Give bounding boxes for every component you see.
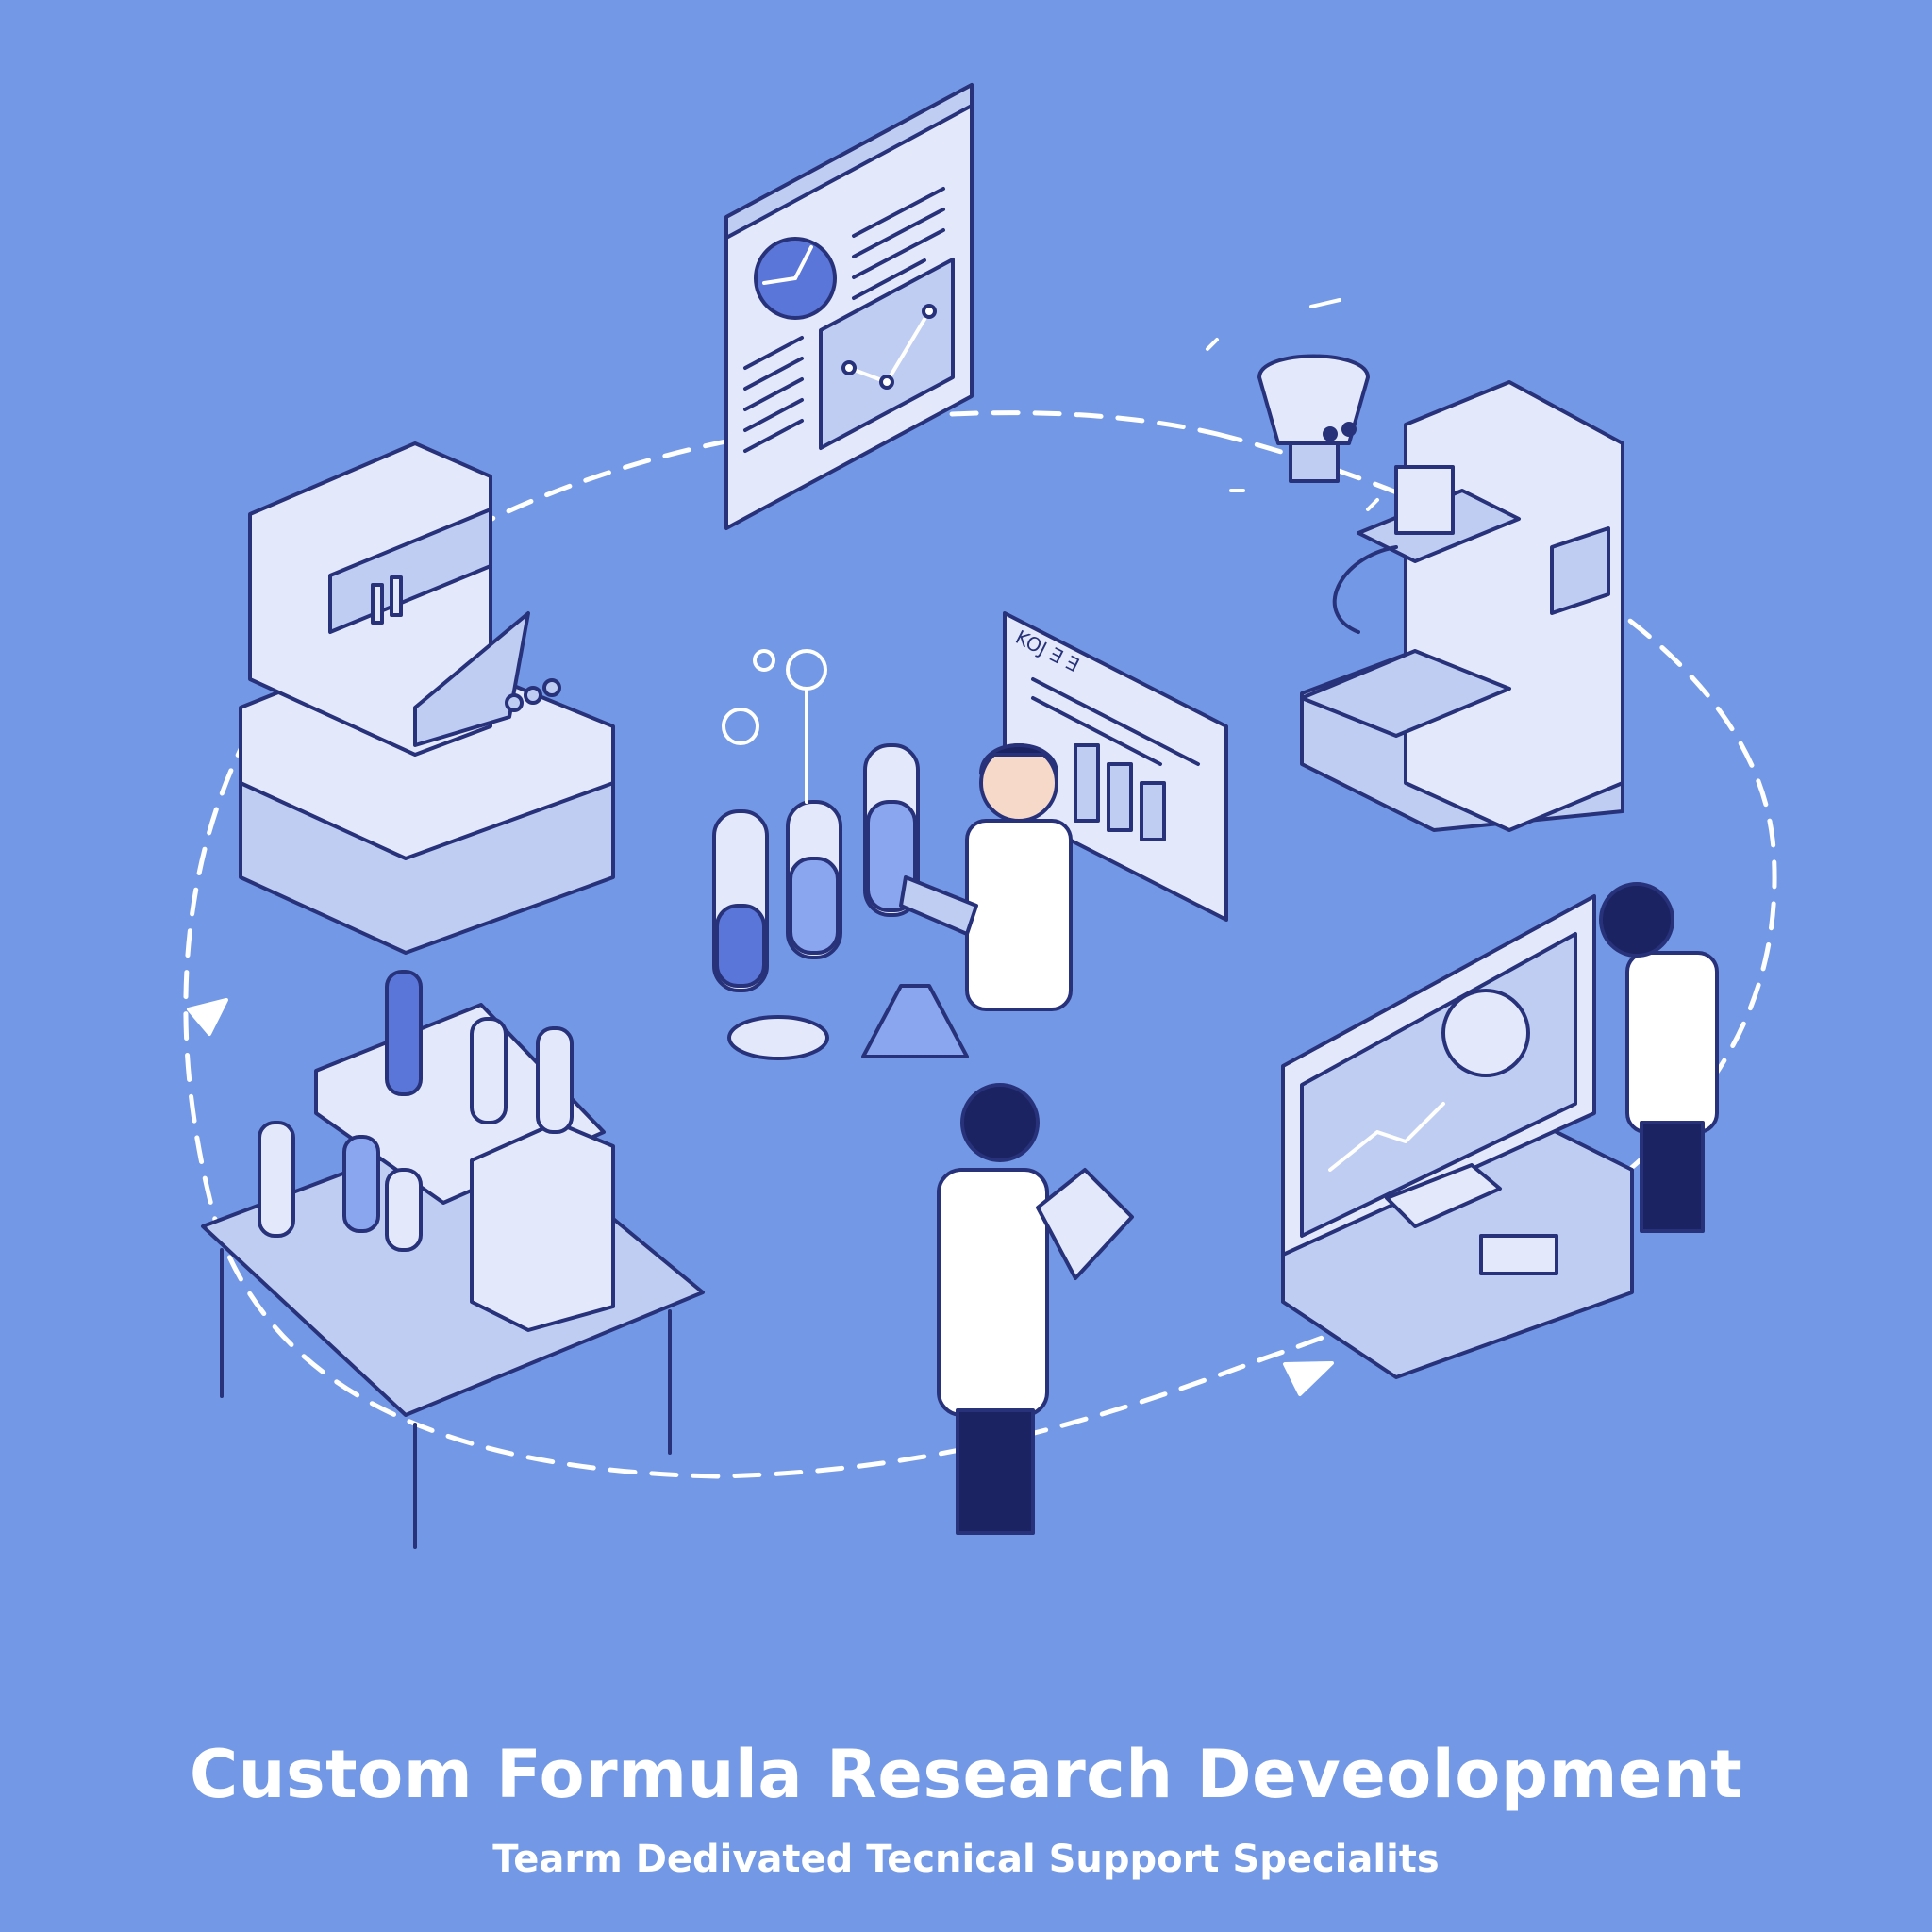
flask-icon — [861, 984, 969, 1058]
tall-tube-icon — [385, 970, 423, 1096]
microscope-head-icon — [1257, 354, 1370, 445]
clipboard-icon — [1036, 1168, 1134, 1280]
loop-arrow-right-icon — [1283, 1361, 1334, 1396]
scientist-monitor — [1599, 882, 1719, 1233]
petri-dish-icon — [727, 1015, 829, 1060]
formulation-machine — [239, 441, 615, 955]
test-tube-rack — [712, 649, 969, 1060]
workflow-loop-path — [183, 410, 1777, 1479]
microscope-station — [1257, 354, 1624, 832]
page-title: Custom Formula Research Deveolopment — [189, 1736, 1743, 1813]
monitor-pie-icon — [1441, 989, 1530, 1077]
laptop-icon — [413, 611, 530, 747]
scientist-tablet — [899, 743, 1073, 1011]
report-panel — [724, 83, 974, 530]
page-subtitle: Tearm Dedivated Tecnical Support Special… — [492, 1838, 1440, 1881]
scientist-front — [937, 1083, 1134, 1535]
line-chart-panel — [819, 258, 955, 450]
monitor-station — [1281, 894, 1634, 1379]
lab-bench — [201, 970, 705, 1549]
sparkle-icons — [1206, 298, 1379, 511]
loop-arrow-left-icon — [187, 998, 228, 1036]
beaker-icon — [1394, 465, 1455, 535]
